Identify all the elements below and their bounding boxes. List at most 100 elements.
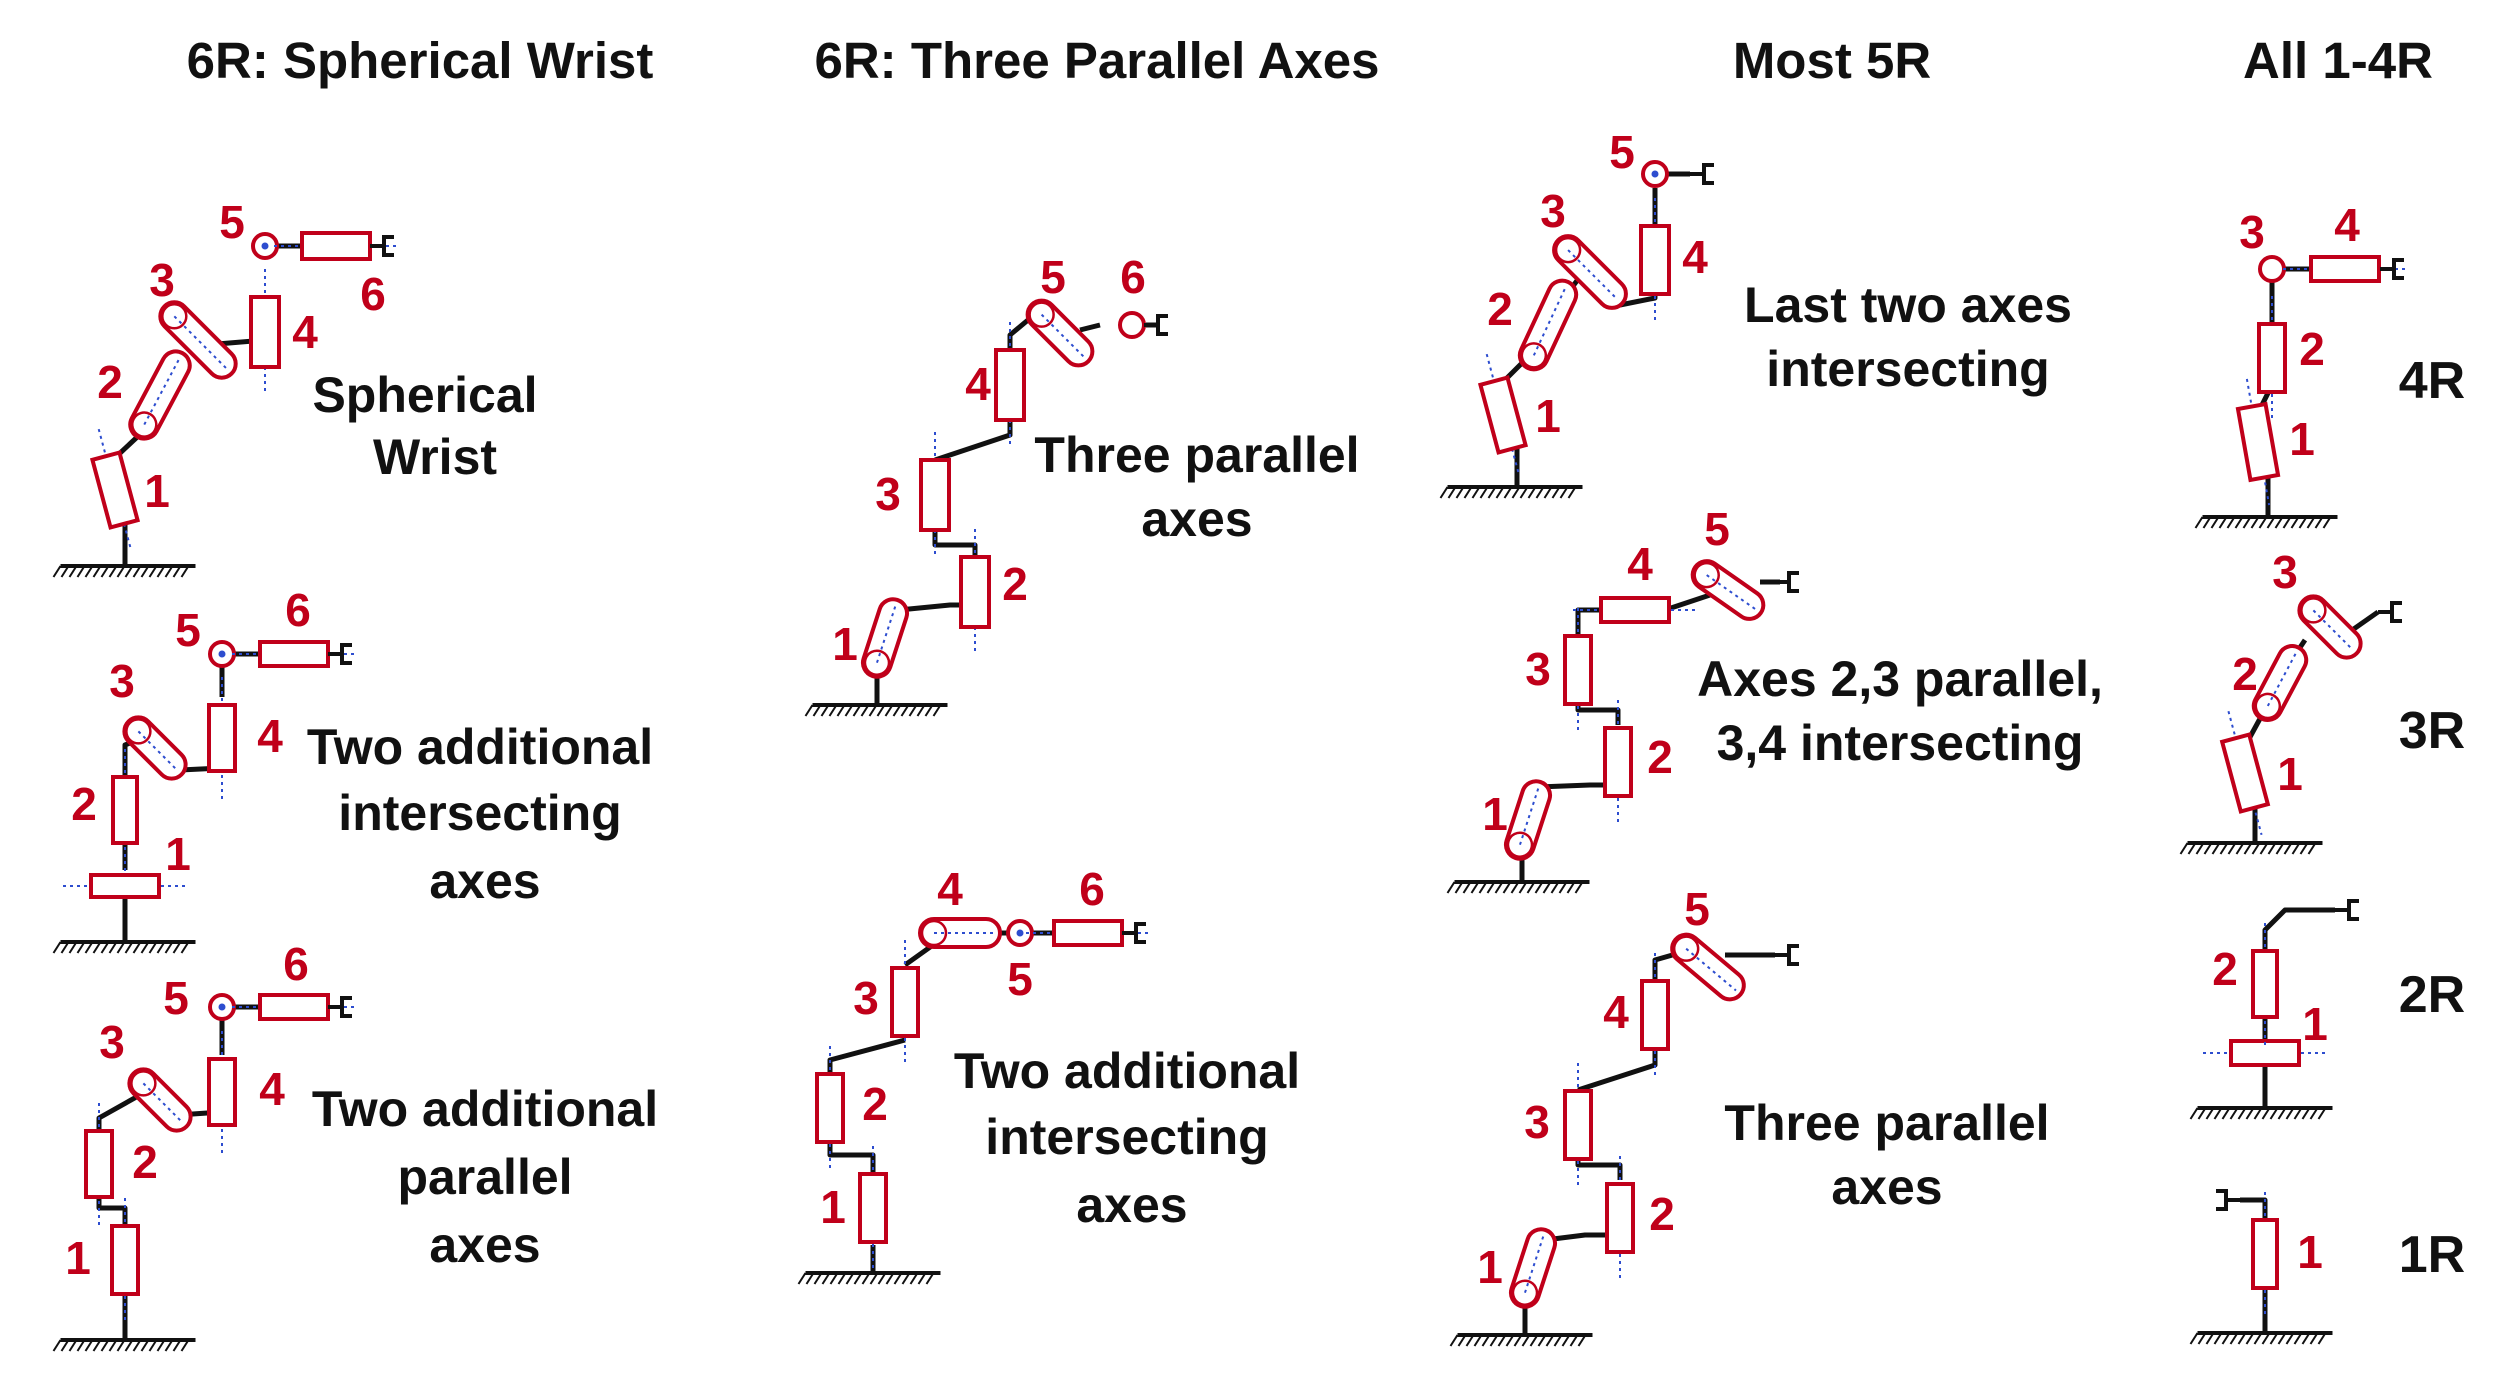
link (2262, 907, 2335, 950)
joint-axis (143, 357, 181, 426)
ground-hatch (1518, 881, 1528, 894)
ground-hatch (1513, 1334, 1523, 1347)
ground-hatch (2227, 842, 2237, 855)
ground-hatch (2189, 1107, 2199, 1120)
ground-hatch (2266, 516, 2276, 529)
revolute-joint (1508, 1227, 1558, 1309)
ground-hatch (1519, 486, 1529, 499)
joint-body (2251, 1218, 2279, 1290)
ground-hatch (2283, 842, 2293, 855)
revolute-joint (1670, 932, 1746, 1002)
ground-hatch (829, 1272, 839, 1285)
ground-hatch (861, 1272, 871, 1285)
ground-hatch (1543, 486, 1553, 499)
robot-2-label-line-1: Two additional (307, 719, 653, 775)
robot-8-label-line-2: axes (1831, 1159, 1942, 1215)
ground-hatch (140, 941, 150, 954)
robot-5-label-line-2: intersecting (985, 1109, 1268, 1165)
ground-hatch (1551, 486, 1561, 499)
robot-4-label-line-1: Three parallel (1034, 427, 1359, 483)
robot-7-label-line-1: Axes 2,3 parallel, (1697, 651, 2103, 707)
joint-axis (2312, 609, 2353, 650)
ground-hatch (180, 941, 190, 954)
revolute-joint (1477, 353, 1529, 477)
ground-hatch (1534, 881, 1544, 894)
revolute-joint (1563, 1063, 1593, 1187)
ground-hatch (1495, 486, 1505, 499)
gripper-end-effector (1134, 922, 1146, 944)
ground-hatch (132, 565, 142, 578)
ground-hatch (1481, 1334, 1491, 1347)
revolute-joint (2251, 644, 2309, 722)
ground-hatch (140, 565, 150, 578)
joint-number: 4 (937, 863, 963, 915)
ground-hatch (148, 565, 158, 578)
ground-hatch (2187, 842, 2197, 855)
robot-4-label-line-2: axes (1141, 491, 1252, 547)
ground-hatch (1535, 486, 1545, 499)
joint-body (959, 555, 991, 629)
revolute-joint (2251, 1192, 2279, 1316)
robot-1r: 1 (2189, 1189, 2333, 1345)
ground-hatch (84, 941, 94, 954)
ground-hatch (1449, 1334, 1459, 1347)
joint-number: 4 (257, 710, 283, 762)
ground-hatch (2243, 842, 2253, 855)
ground-hatch (2219, 842, 2229, 855)
revolute-joint (2235, 378, 2281, 506)
ground-hatch (2210, 516, 2220, 529)
ground-hatch (804, 704, 814, 717)
revolute-joint (1603, 700, 1633, 824)
ground-hatch (172, 941, 182, 954)
joint-body (1563, 1089, 1593, 1161)
joint-number: 3 (99, 1016, 125, 1068)
joint-end (1672, 935, 1700, 962)
ground-hatch (1505, 1334, 1515, 1347)
revolute-joint (1605, 1156, 1635, 1280)
joint-axis-dot (218, 650, 226, 658)
column-title-6r-spherical-wrist: 6R: Spherical Wrist (187, 32, 654, 89)
robot-3-label-line-3: axes (429, 1217, 540, 1273)
joint-body (1605, 1182, 1635, 1254)
robot-11-dof-label: 2R (2399, 966, 2465, 1024)
ground-hatch (2314, 516, 2324, 529)
joint-number: 1 (165, 828, 191, 880)
ground-hatch (2221, 1332, 2231, 1345)
ground-hatch (84, 565, 94, 578)
ground-hatch (2205, 1332, 2215, 1345)
joint-number: 5 (175, 604, 201, 656)
joint-number: 6 (285, 584, 311, 636)
joint-number: 4 (965, 358, 991, 410)
joint-end (2300, 597, 2327, 624)
joint-body (1503, 779, 1553, 861)
ground-hatch (893, 1272, 903, 1285)
link (934, 420, 1013, 463)
ground-hatch (2285, 1107, 2295, 1120)
ground-hatch (1439, 486, 1449, 499)
link (96, 1092, 142, 1130)
joint-body (2251, 644, 2309, 722)
revolute-joint (860, 597, 910, 679)
revolute-joint (918, 917, 1002, 949)
ground-hatch (1521, 1334, 1531, 1347)
gripper-end-effector (1702, 163, 1714, 185)
revolute-joint (63, 873, 187, 899)
joint-body (128, 349, 192, 441)
ground-hatch (820, 704, 830, 717)
gripper-end-effector (1787, 944, 1799, 966)
ground-hatch (2301, 1332, 2311, 1345)
joint-body (994, 348, 1026, 422)
ground-hatch (68, 1339, 78, 1352)
ground-hatch (1489, 1334, 1499, 1347)
ground-hatch (2259, 842, 2269, 855)
joint-number: 1 (1477, 1241, 1503, 1293)
ground-hatch (2269, 1332, 2279, 1345)
revolute-joint (2297, 594, 2363, 660)
joint-number: 4 (1682, 231, 1708, 283)
revolute-joint (207, 677, 237, 799)
column-title-6r-three-parallel: 6R: Three Parallel Axes (814, 32, 1379, 89)
joint-number: 1 (2289, 413, 2315, 465)
joint-body (1639, 224, 1671, 296)
